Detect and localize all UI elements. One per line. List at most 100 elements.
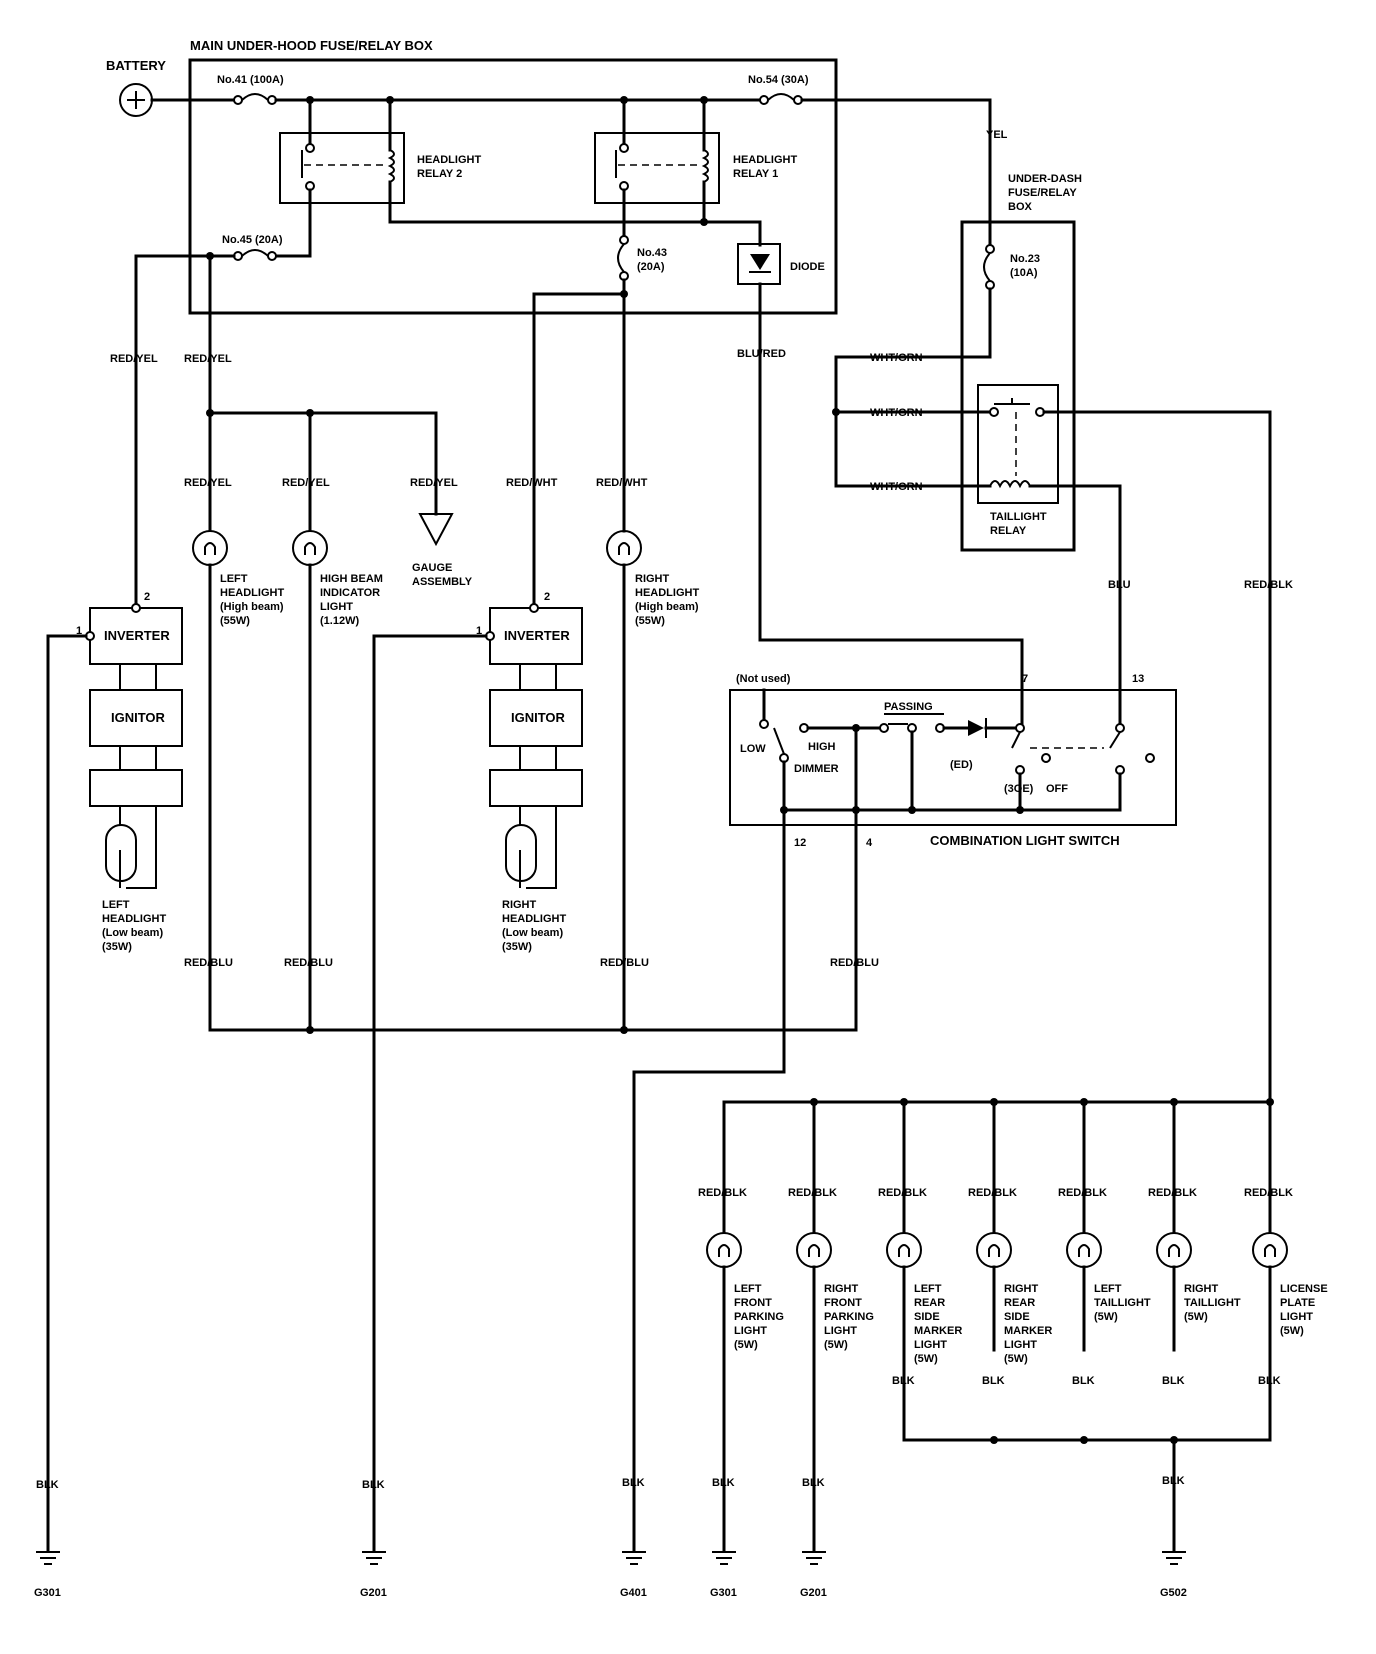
right-taillight-label: RIGHT (1184, 1283, 1219, 1295)
ground-label: G502 (1160, 1587, 1187, 1599)
right-taillight-label: (5W) (1184, 1311, 1208, 1323)
left-hl-high-l2: HEADLIGHT (220, 587, 284, 599)
wire-wht-grn-label-c: WHT/GRN (870, 481, 923, 493)
main-fuse-relay-box (188, 58, 838, 315)
switch-pin-7: 7 (1022, 673, 1028, 685)
parking-lamps-group: RED/BLK LEFT FRONT PARKING LIGHT (5W) RED/BLK R… (698, 1100, 1328, 1387)
ground-symbol: G301 (710, 1551, 737, 1599)
right-rear-side-marker-wire-label: RED/BLK (968, 1187, 1017, 1199)
switch-pin-4: 4 (866, 837, 873, 849)
wire-blk-label-g4: BLK (712, 1477, 735, 1489)
right-front-parking-wire-label: RED/BLK (788, 1187, 837, 1199)
right-rear-side-marker-blk-label: BLK (982, 1375, 1005, 1387)
ground-symbol: G201 (360, 1551, 387, 1599)
left-rear-side-marker-label: LEFT (914, 1283, 942, 1295)
wire-red-blu-label-c: RED/BLU (600, 957, 649, 969)
hb-indicator-l1: HIGH BEAM (320, 573, 383, 585)
right-front-parking-label: PARKING (824, 1311, 874, 1323)
switch-high: HIGH (808, 741, 836, 753)
license-plate-label: LIGHT (1280, 1311, 1313, 1323)
right-inverter-pin-2: 2 (544, 591, 550, 603)
taillight-relay-label-1: TAILLIGHT (990, 511, 1047, 523)
wire-red-blu-label-b: RED/BLU (284, 957, 333, 969)
left-rear-side-marker-label: LIGHT (914, 1339, 947, 1351)
wire-blu-red-label: BLU/RED (737, 348, 786, 360)
hb-indicator-l2: INDICATOR (320, 587, 380, 599)
relay-2-label-2: RELAY 2 (417, 168, 462, 180)
relay-1-label-1: HEADLIGHT (733, 154, 797, 166)
switch-low: LOW (740, 743, 766, 755)
left-inverter-label: INVERTER (104, 628, 170, 643)
fuse-54 (759, 93, 803, 105)
left-rear-side-marker-label: SIDE (914, 1311, 940, 1323)
left-taillight-label: (5W) (1094, 1311, 1118, 1323)
wire-red-yel-label-b: RED/YEL (184, 353, 232, 365)
wire-wht-grn-label-a: WHT/GRN (870, 352, 923, 364)
fuse-23-label-2: (10A) (1010, 267, 1038, 279)
wire-red-yel-label-a: RED/YEL (110, 353, 158, 365)
left-hl-high-l1: LEFT (220, 573, 248, 585)
right-headlight-high-beam-lamp (606, 530, 642, 566)
right-hl-low-l4: (35W) (502, 941, 532, 953)
hb-indicator-l3: LIGHT (320, 601, 353, 613)
ground-symbol: G502 (1160, 1551, 1187, 1599)
left-taillight-wire-label: RED/BLK (1058, 1187, 1107, 1199)
right-hl-low-l2: HEADLIGHT (502, 913, 566, 925)
wire-red-blu-label-d: RED/BLU (830, 957, 879, 969)
right-rear-side-marker-label: MARKER (1004, 1325, 1052, 1337)
right-inverter-pin-1: 1 (476, 625, 482, 637)
right-rear-side-marker-label: REAR (1004, 1297, 1035, 1309)
license-plate-wire-label: RED/BLK (1244, 1187, 1293, 1199)
wire-blk-label-g5: BLK (802, 1477, 825, 1489)
taillight-relay-label-2: RELAY (990, 525, 1027, 537)
left-hl-low-l2: HEADLIGHT (102, 913, 166, 925)
relay-1-label-2: RELAY 1 (733, 168, 778, 180)
right-front-parking-label: FRONT (824, 1297, 862, 1309)
switch-pin-12: 12 (794, 837, 806, 849)
wire-blu-label: BLU (1108, 579, 1131, 591)
right-taillight-blk-label: BLK (1162, 1375, 1185, 1387)
fuse-45 (233, 249, 277, 261)
fuse-41 (233, 93, 277, 105)
right-ignitor-label: IGNITOR (511, 710, 566, 725)
left-hl-low-l4: (35W) (102, 941, 132, 953)
left-front-parking-label: LEFT (734, 1283, 762, 1295)
left-front-parking-label: FRONT (734, 1297, 772, 1309)
right-rear-side-marker-label: (5W) (1004, 1353, 1028, 1365)
left-hl-high-l4: (55W) (220, 615, 250, 627)
right-taillight-wire-label: RED/BLK (1148, 1187, 1197, 1199)
under-dash-fuse-relay-box (960, 220, 1076, 552)
wire-blk-label-g3: BLK (622, 1477, 645, 1489)
switch-not-used: (Not used) (736, 673, 791, 685)
license-plate-label: PLATE (1280, 1297, 1315, 1309)
wire-red-yel-label-d: RED/YEL (282, 477, 330, 489)
left-hid-assembly (89, 607, 183, 889)
ground-label: G201 (360, 1587, 387, 1599)
underdash-label-3: BOX (1008, 201, 1033, 213)
wire-blk-label-g2: BLK (362, 1479, 385, 1491)
fuse-43-label-1: No.43 (637, 247, 667, 259)
left-taillight-label: TAILLIGHT (1094, 1297, 1151, 1309)
left-front-parking-wire-label: RED/BLK (698, 1187, 747, 1199)
fuse-43 (617, 235, 629, 281)
ground-symbol: G401 (620, 1551, 647, 1599)
battery-symbol (119, 83, 153, 117)
headlight-relay-2 (279, 132, 405, 204)
ground-label: G201 (800, 1587, 827, 1599)
taillight-relay (977, 384, 1059, 504)
switch-park-symbol: (3OE) (1004, 783, 1034, 795)
ground-label: G401 (620, 1587, 647, 1599)
battery-label: BATTERY (106, 58, 166, 73)
left-front-parking-label: LIGHT (734, 1325, 767, 1337)
left-front-parking-label: (5W) (734, 1339, 758, 1351)
ground-label: G301 (34, 1587, 61, 1599)
license-plate-label: LICENSE (1280, 1283, 1328, 1295)
